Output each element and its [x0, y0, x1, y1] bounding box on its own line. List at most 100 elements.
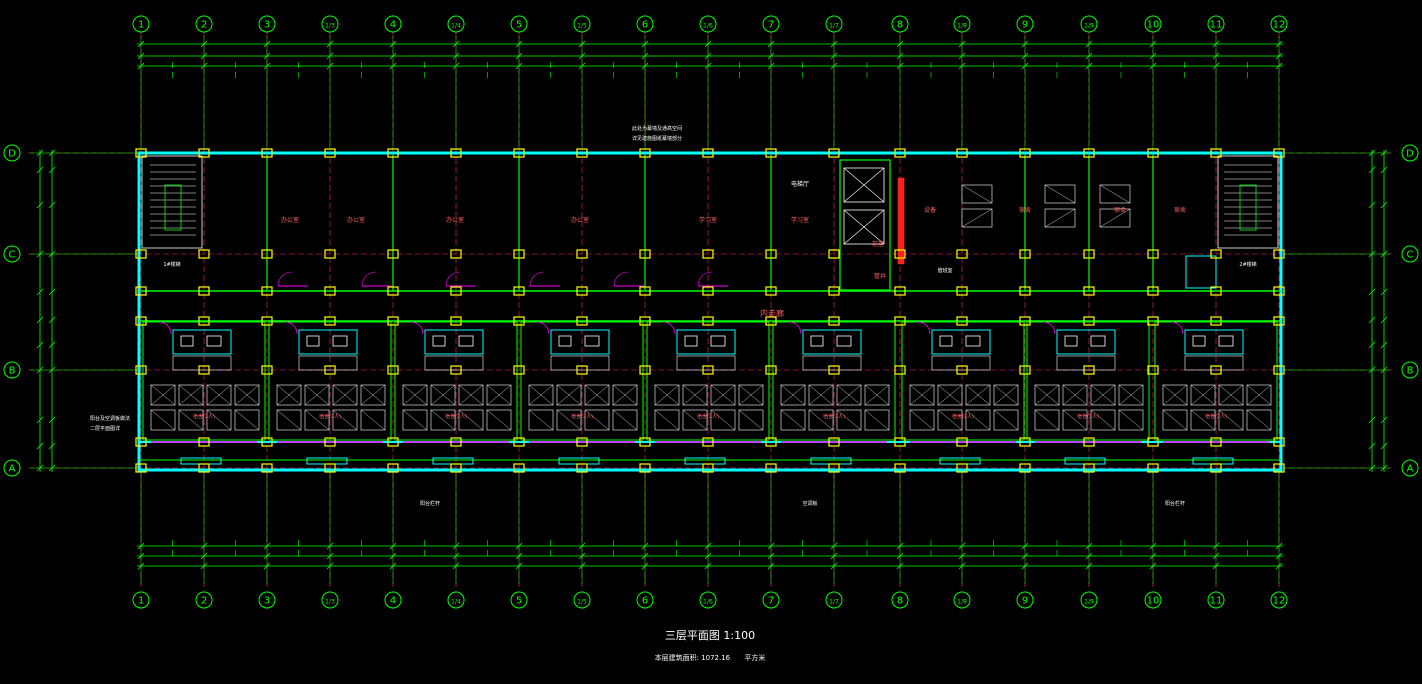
bed-diag: [528, 384, 554, 406]
sink-fixture: [584, 335, 600, 347]
bed-diag: [1246, 409, 1272, 431]
room-label-misc: 值班室: [937, 267, 952, 274]
bed: [1218, 384, 1244, 406]
column: [956, 365, 968, 375]
balcony-window: [810, 457, 852, 465]
bed: [584, 384, 610, 406]
bed: [1090, 384, 1116, 406]
column: [450, 365, 462, 375]
column: [1019, 316, 1031, 326]
grid-bubble-label: 5: [516, 596, 522, 607]
column: [324, 316, 336, 326]
balcony-window: [939, 457, 981, 465]
dim-tick: [1380, 341, 1388, 349]
bed-diag: [836, 409, 862, 431]
column: [1210, 286, 1222, 296]
grid-bubble-label: 1/5: [577, 23, 587, 30]
column: [1147, 463, 1159, 473]
room-label-north-east: 设备: [924, 206, 936, 214]
bed: [276, 384, 302, 406]
room-label-dorm: 宿舍(2人): [823, 413, 845, 420]
column: [956, 148, 968, 158]
bed-north: [961, 208, 993, 228]
bed: [1118, 384, 1144, 406]
door-swing: [158, 321, 172, 335]
column: [135, 463, 147, 473]
dorm-unit: [901, 321, 1025, 441]
room-label-north: 学习室: [791, 216, 809, 224]
bed: [304, 409, 330, 431]
grid-bubble: [636, 15, 654, 33]
walls: [137, 151, 1283, 472]
bed: [654, 409, 680, 431]
grid-bubble: [3, 361, 21, 379]
column: [1210, 463, 1222, 473]
column: [702, 249, 714, 259]
grid-bubble: [447, 15, 465, 33]
bathroom: [931, 329, 991, 355]
dorm-unit: [1026, 321, 1150, 441]
bed: [808, 384, 834, 406]
grid-bubble: [1270, 15, 1288, 33]
room-label-north: 学习室: [699, 216, 717, 224]
bed: [430, 409, 456, 431]
bathroom: [802, 329, 862, 355]
column: [387, 148, 399, 158]
bed-diag: [360, 384, 386, 406]
bed: [276, 409, 302, 431]
column: [1273, 249, 1285, 259]
column: [956, 286, 968, 296]
column: [702, 463, 714, 473]
dim-tick: [48, 442, 56, 450]
wardrobe: [802, 355, 862, 371]
bed: [332, 384, 358, 406]
column: [576, 148, 588, 158]
bed-diag: [965, 384, 991, 406]
bed-diag: [150, 384, 176, 406]
bed-diag: [1090, 384, 1116, 406]
dim-tick: [1368, 201, 1376, 209]
grid-bubble-label: 11: [1210, 596, 1223, 607]
bed-diag: [360, 409, 386, 431]
grid-bubble-label: 2: [201, 20, 207, 31]
balcony-window: [306, 457, 348, 465]
bed: [965, 409, 991, 431]
dim-tick: [1368, 442, 1376, 450]
dorm-unit: [520, 321, 644, 441]
grid-bubble-label: 10: [1147, 20, 1160, 31]
column: [1210, 437, 1222, 447]
column: [324, 148, 336, 158]
grid-bubble-label: 3: [264, 596, 270, 607]
column: [828, 463, 840, 473]
grid-bubble: [1401, 459, 1419, 477]
toilet-fixture: [810, 335, 824, 347]
bed: [360, 409, 386, 431]
bed-diag: [1218, 384, 1244, 406]
balcony-window: [1192, 457, 1234, 465]
note-text: 阳台栏杆: [420, 500, 440, 507]
grid-bubble-label: 1: [138, 596, 144, 607]
grid-bubble-label: 1/8: [957, 599, 967, 606]
dim-tick: [1368, 416, 1376, 424]
bed-diag: [1062, 384, 1088, 406]
bed-diag: [1034, 409, 1060, 431]
bed: [738, 409, 764, 431]
column: [135, 437, 147, 447]
dim-tick: [1368, 166, 1376, 174]
north-rooms: [141, 155, 1279, 291]
grid-bubble: [321, 591, 339, 609]
wardrobe: [298, 355, 358, 371]
grid-bubble: [1144, 591, 1162, 609]
column: [1083, 249, 1095, 259]
column: [450, 249, 462, 259]
dim-tick: [36, 341, 44, 349]
wardrobe: [931, 355, 991, 371]
bed: [556, 384, 582, 406]
bed-north: [1044, 184, 1076, 204]
grid-bubbles: 1122331/31/3441/41/4551/51/5661/61/6771/…: [3, 15, 1419, 609]
column: [324, 437, 336, 447]
bed-diag: [1118, 384, 1144, 406]
grid-bubble-label: D: [8, 149, 16, 160]
dim-tick: [36, 201, 44, 209]
column: [387, 316, 399, 326]
